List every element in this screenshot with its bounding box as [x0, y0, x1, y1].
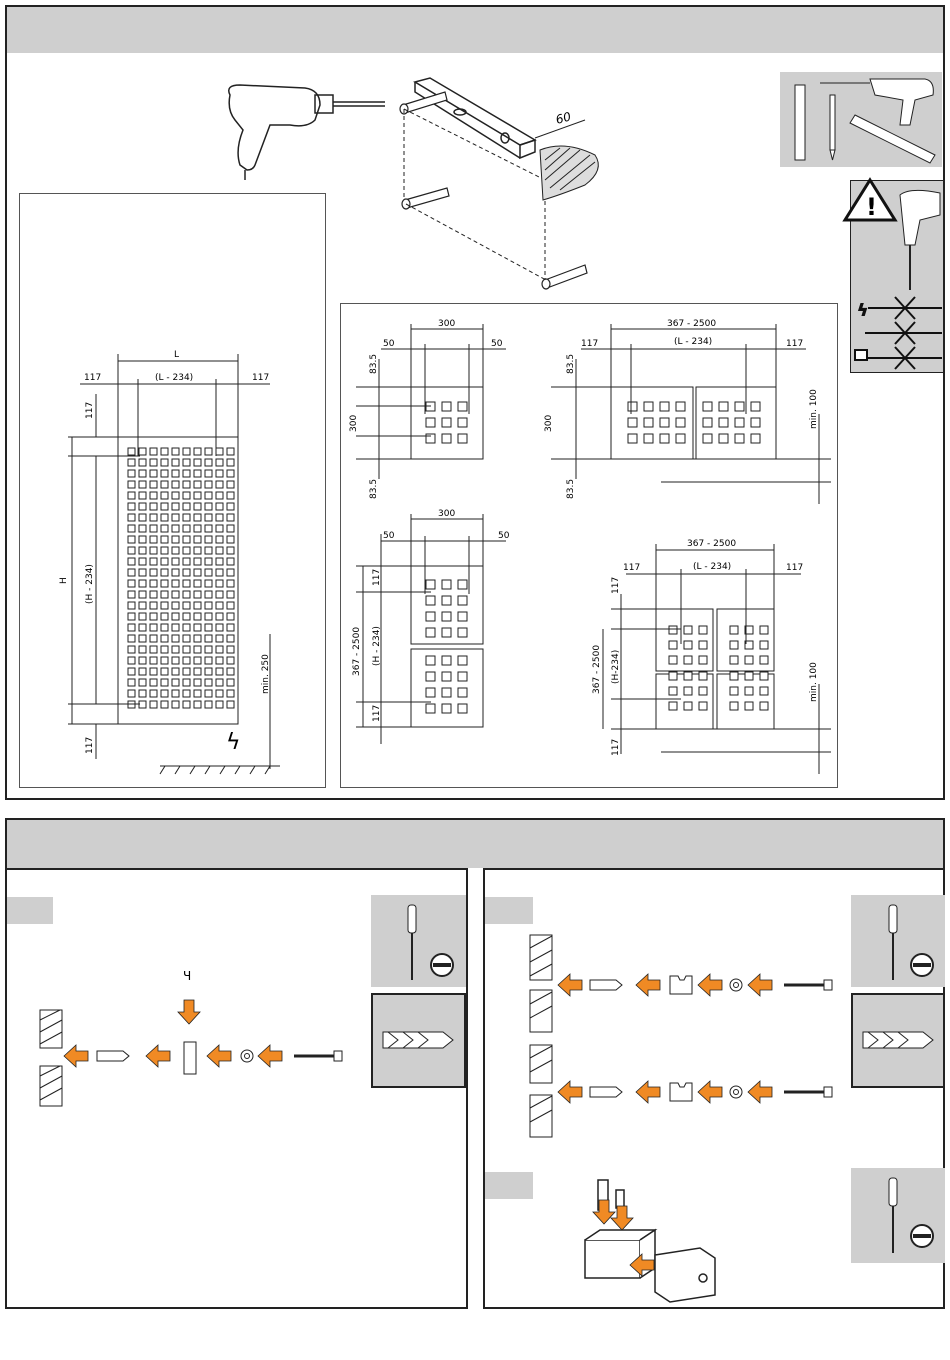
mounting-clip-icon	[184, 1042, 196, 1074]
arrow-left-icon	[630, 1254, 654, 1276]
arrow-left-icon	[748, 974, 772, 996]
washer-icon	[730, 1086, 742, 1098]
screw-icon	[784, 1087, 832, 1097]
arrow-left-icon	[258, 1045, 282, 1067]
arrow-down-icon	[593, 1200, 615, 1224]
bracket-icon	[670, 1083, 692, 1101]
washer-icon	[241, 1050, 253, 1062]
arrow-left-icon	[558, 1081, 582, 1103]
arrow-left-icon	[748, 1081, 772, 1103]
screw-icon	[294, 1051, 342, 1061]
arrow-down-icon	[611, 1206, 633, 1230]
arrow-left-icon	[698, 974, 722, 996]
wall-plug-icon	[97, 1051, 129, 1061]
bracket-icon	[670, 976, 692, 994]
wall-plug-icon	[590, 980, 622, 990]
arrow-left-icon	[636, 1081, 660, 1103]
arrow-left-icon	[698, 1081, 722, 1103]
washer-icon	[730, 979, 742, 991]
screw-icon	[784, 980, 832, 990]
arrow-down-icon	[178, 1000, 200, 1024]
arrow-left-icon	[636, 974, 660, 996]
wall-plug-icon	[590, 1087, 622, 1097]
arrow-left-icon	[64, 1045, 88, 1067]
arrow-left-icon	[146, 1045, 170, 1067]
arrow-left-icon	[558, 974, 582, 996]
arrow-left-icon	[207, 1045, 231, 1067]
